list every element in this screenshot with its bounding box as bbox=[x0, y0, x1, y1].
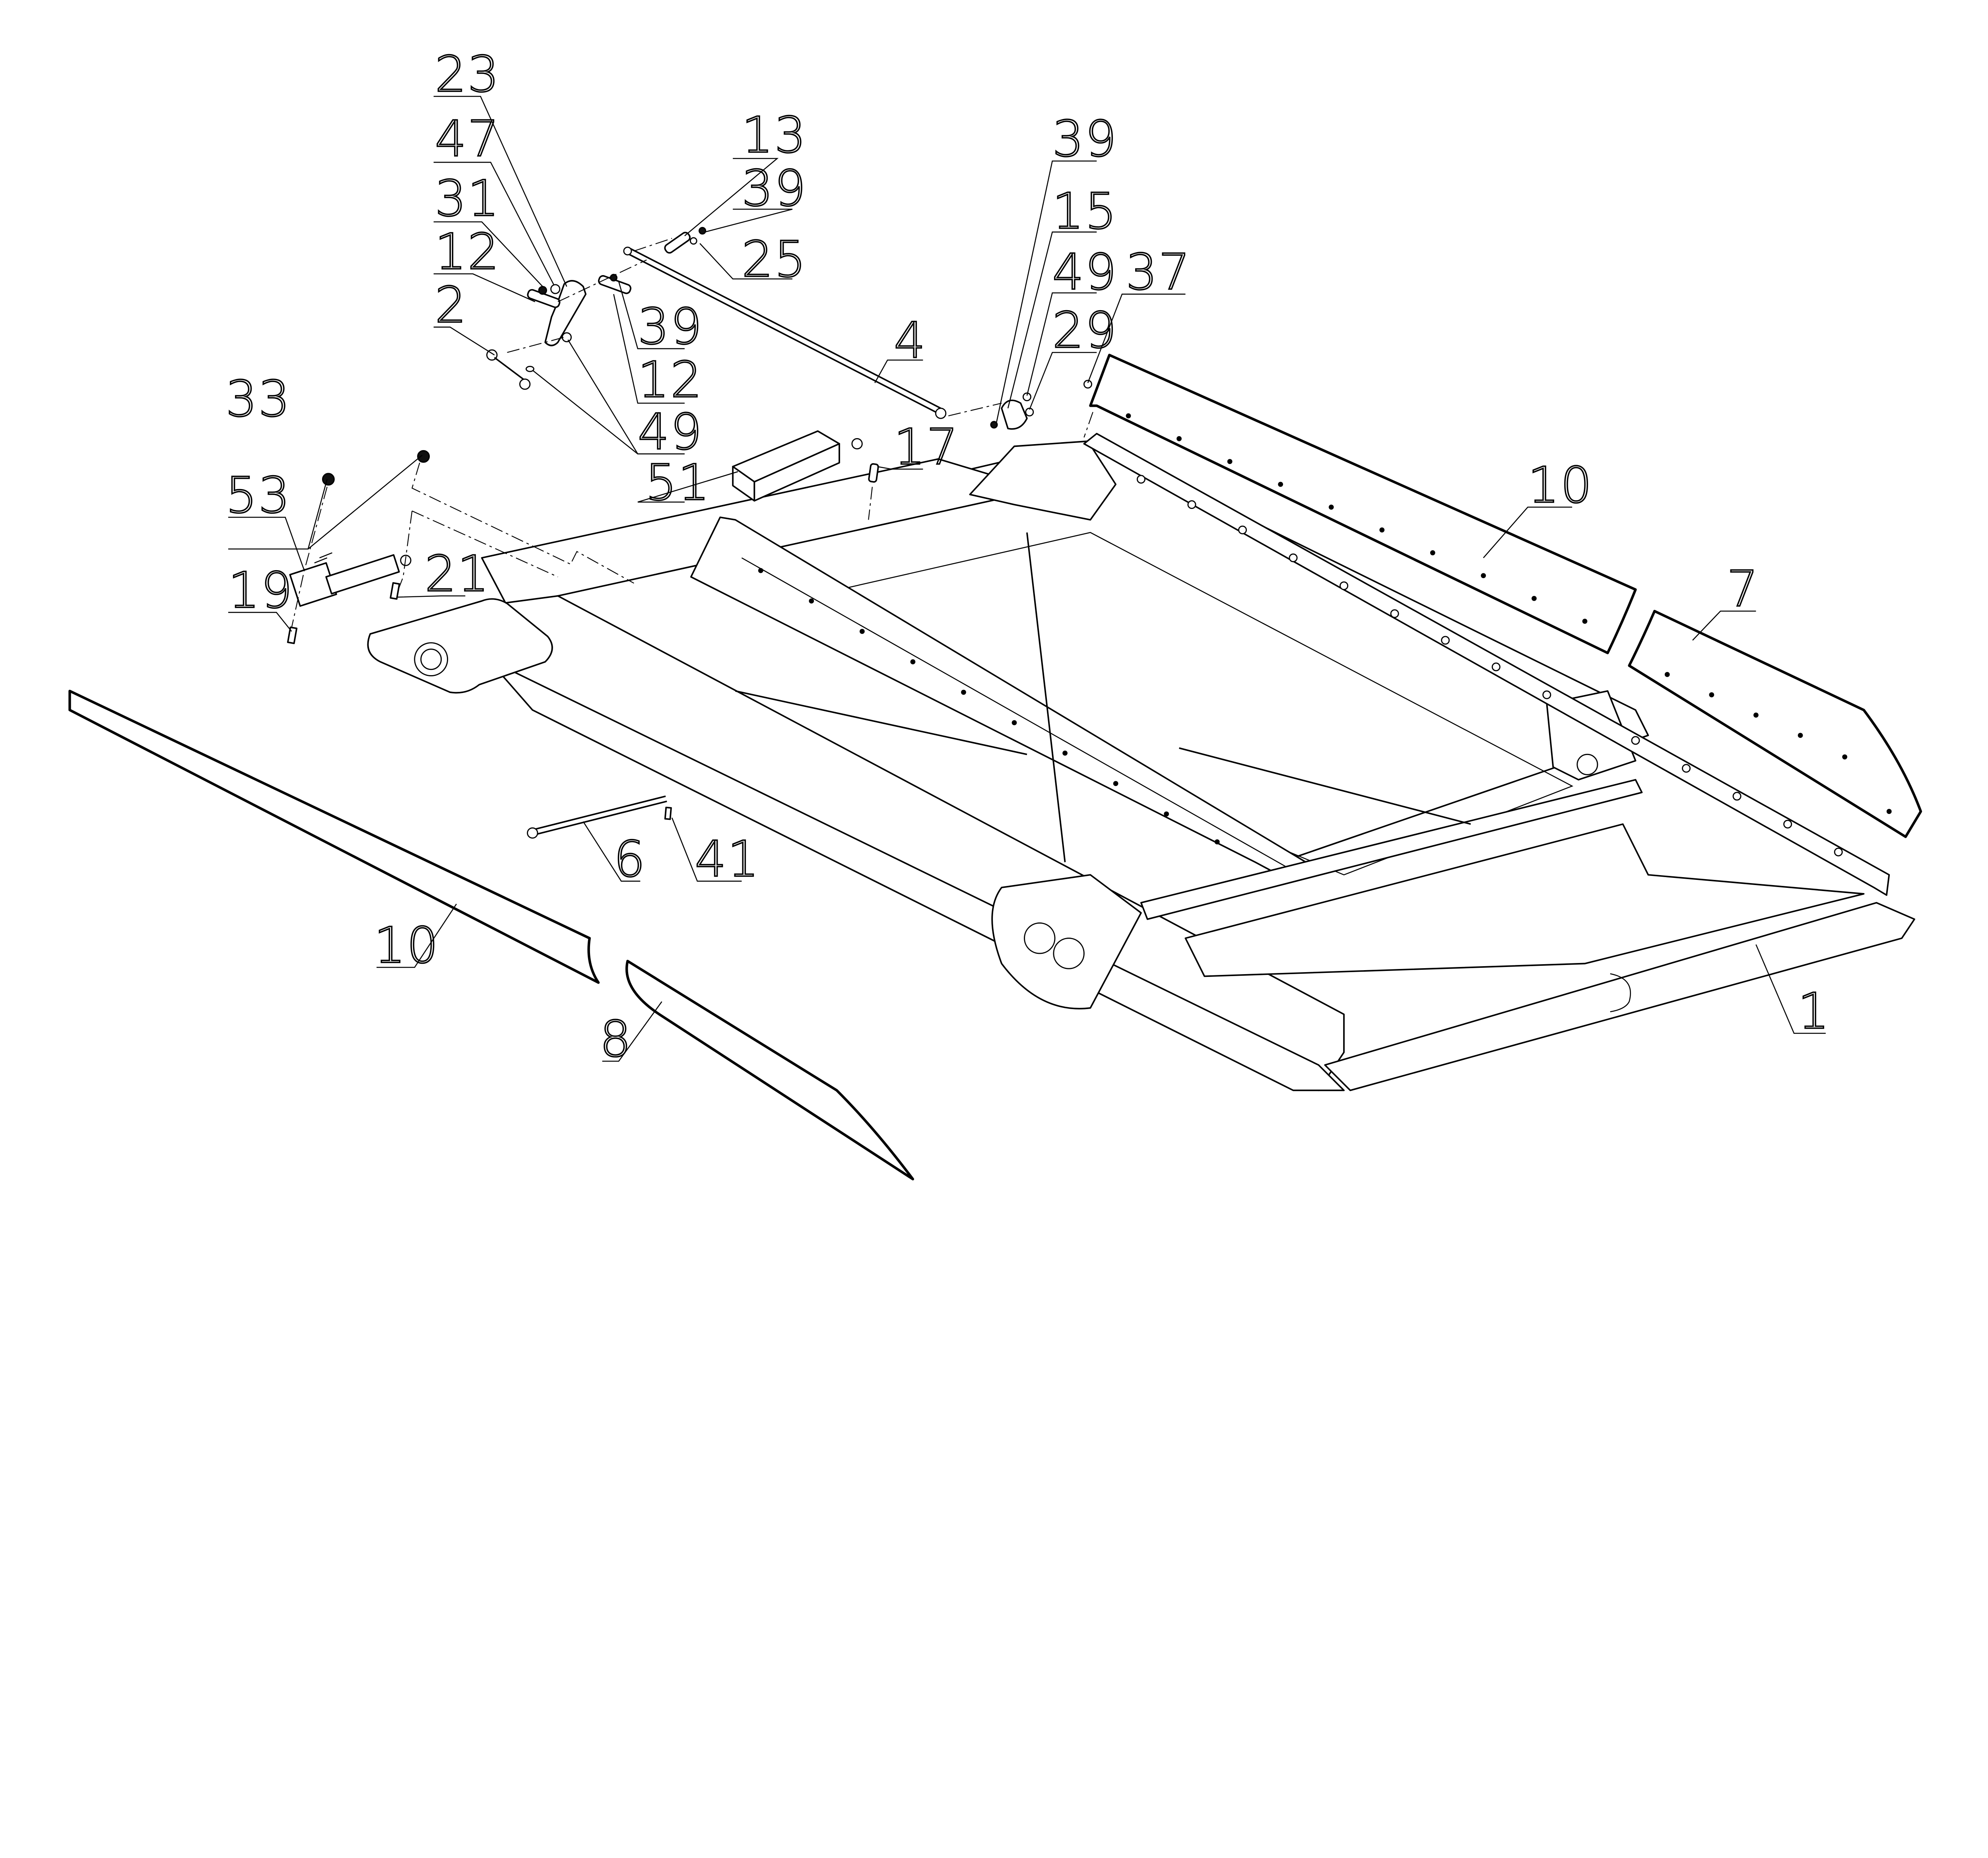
callout-17: 17 bbox=[894, 419, 959, 476]
leader-lines bbox=[228, 96, 1826, 1062]
rail-holes bbox=[1136, 475, 1843, 856]
pin-17 bbox=[868, 463, 879, 483]
callout-12-left: 12 bbox=[435, 223, 501, 281]
callout-23: 23 bbox=[435, 46, 501, 103]
rod-6 bbox=[527, 795, 667, 839]
frame-strut-3 bbox=[1179, 747, 1471, 825]
frame-right-rail bbox=[1083, 433, 1890, 896]
shield-10-upper-holes bbox=[1126, 413, 1588, 624]
washer-49b bbox=[1022, 392, 1031, 402]
nut-31 bbox=[538, 286, 547, 295]
rear-pivot-bushing-1 bbox=[1024, 922, 1056, 954]
washer-49a bbox=[561, 332, 572, 342]
nut-33b bbox=[417, 450, 430, 463]
callout-53: 53 bbox=[226, 467, 291, 524]
callout-25: 25 bbox=[742, 231, 807, 288]
assembly-line-bracket-1 bbox=[507, 337, 565, 353]
callout-21: 21 bbox=[425, 546, 490, 603]
callout-4: 4 bbox=[894, 312, 926, 369]
assembly-line-plate-15 bbox=[948, 402, 1002, 417]
callouts: 23 47 31 12 2 13 39 25 39 12 49 51 4 17 … bbox=[225, 45, 1831, 1069]
plate-15 bbox=[1001, 400, 1028, 430]
rear-pivot-bushing-2 bbox=[1053, 938, 1085, 969]
callout-41: 41 bbox=[695, 831, 760, 888]
frame-strut-1 bbox=[1026, 532, 1066, 862]
assembly-line-actuator-4 bbox=[412, 511, 558, 577]
callout-7: 7 bbox=[1727, 561, 1759, 618]
callout-39-mid: 39 bbox=[638, 298, 703, 355]
callout-49-left: 49 bbox=[638, 404, 703, 461]
pin-19 bbox=[287, 626, 298, 644]
rod-end-2 bbox=[486, 349, 531, 390]
bolt-39a bbox=[699, 227, 707, 235]
frame-hook bbox=[1610, 973, 1631, 1012]
callout-13: 13 bbox=[742, 107, 807, 164]
washer-37 bbox=[1083, 380, 1092, 389]
callout-39-top: 39 bbox=[742, 160, 807, 217]
frame-left-pivot-plate bbox=[367, 598, 553, 694]
callout-39-right: 39 bbox=[1052, 111, 1118, 168]
assembly-line-rod-4 bbox=[634, 238, 672, 252]
nut-33a bbox=[322, 473, 335, 486]
left-pivot-bore bbox=[420, 648, 442, 670]
shield-8 bbox=[625, 959, 914, 1180]
upper-beam-holes bbox=[758, 568, 1220, 845]
bolt-39b bbox=[610, 274, 617, 282]
callout-49-right: 49 bbox=[1052, 244, 1118, 301]
bolt-41 bbox=[664, 806, 672, 820]
actuator-53 bbox=[289, 552, 412, 607]
shield-10-upper bbox=[1089, 353, 1637, 654]
right-bracket-bushing bbox=[1576, 753, 1598, 775]
callout-51: 51 bbox=[645, 454, 711, 511]
callout-10-lower: 10 bbox=[374, 917, 440, 974]
callout-1: 1 bbox=[1798, 983, 1831, 1040]
callout-10-upper: 10 bbox=[1528, 457, 1593, 514]
callout-2: 2 bbox=[435, 277, 468, 334]
frame-inner-rail bbox=[1184, 823, 1865, 977]
bolt-39c bbox=[990, 421, 998, 429]
shield-7 bbox=[1628, 610, 1922, 838]
shield-7-holes bbox=[1664, 672, 1892, 814]
assembly-line-bracket-2 bbox=[557, 259, 647, 302]
assembly-line-actuator-3 bbox=[396, 511, 413, 594]
assembly-line-actuator-2 bbox=[412, 462, 634, 584]
assembly-line-37 bbox=[1083, 412, 1093, 438]
frame-center-plate bbox=[969, 440, 1117, 521]
callout-6: 6 bbox=[613, 831, 646, 888]
callout-33: 33 bbox=[226, 371, 291, 428]
callout-29: 29 bbox=[1052, 302, 1118, 359]
callout-47: 47 bbox=[435, 111, 501, 168]
assembly-line-17 bbox=[868, 487, 873, 520]
callout-31: 31 bbox=[435, 170, 501, 227]
tie-rod-4 bbox=[623, 247, 947, 419]
callout-8: 8 bbox=[600, 1011, 632, 1068]
frame-upper-beam-edge bbox=[741, 557, 1287, 868]
link-13 bbox=[664, 231, 691, 254]
callout-37: 37 bbox=[1126, 244, 1192, 301]
link-12a bbox=[527, 289, 561, 308]
callout-12-right: 12 bbox=[638, 351, 703, 409]
shield-10-lower bbox=[68, 689, 600, 984]
exploded-parts-diagram: 23 47 31 12 2 13 39 25 39 12 49 51 4 17 … bbox=[68, 45, 1922, 1180]
bolt-25 bbox=[689, 237, 697, 245]
callout-19: 19 bbox=[228, 562, 294, 619]
frame-mid-crossbar bbox=[1140, 779, 1643, 920]
pin-21 bbox=[390, 582, 400, 600]
washer-47 bbox=[550, 284, 561, 294]
clip-51 bbox=[525, 366, 534, 372]
frame-strut-2 bbox=[735, 690, 1027, 755]
main-frame bbox=[367, 433, 1915, 1091]
control-box-51 bbox=[732, 430, 863, 502]
frame-near-beam-bottom bbox=[487, 658, 1345, 1091]
frame-front-tube bbox=[1324, 902, 1915, 1091]
callout-15: 15 bbox=[1052, 183, 1118, 240]
